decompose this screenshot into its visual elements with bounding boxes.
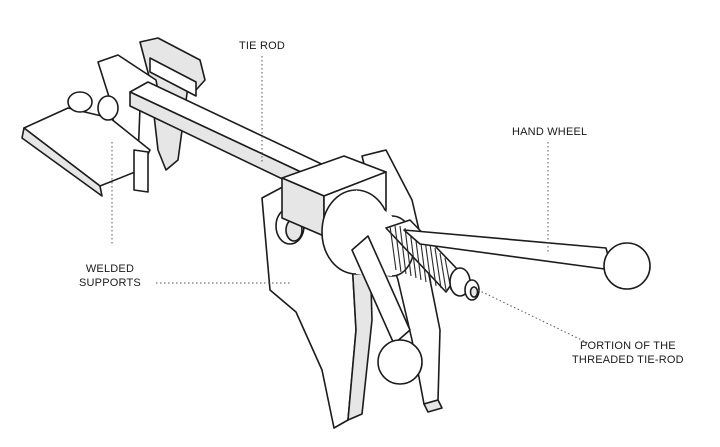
hand-wheel-handle — [403, 229, 651, 290]
lower-handle — [351, 235, 423, 385]
welded-supports-label: Welded supports — [79, 262, 141, 290]
hand-wheel-label: Hand wheel — [512, 126, 588, 138]
welded-supports-line1: Welded — [85, 263, 135, 275]
threaded-tie-rod-label: Portion of the threaded tie-rod — [572, 339, 684, 367]
threaded-tie-rod-line2: threaded tie-rod — [572, 354, 684, 366]
threaded-tie-rod-line1: Portion of the — [579, 340, 676, 352]
tie-rod-label: Tie rod — [239, 40, 286, 52]
welded-supports-line2: supports — [79, 277, 141, 289]
rear-support-plates — [21, 37, 206, 197]
leader-lines — [111, 56, 589, 344]
